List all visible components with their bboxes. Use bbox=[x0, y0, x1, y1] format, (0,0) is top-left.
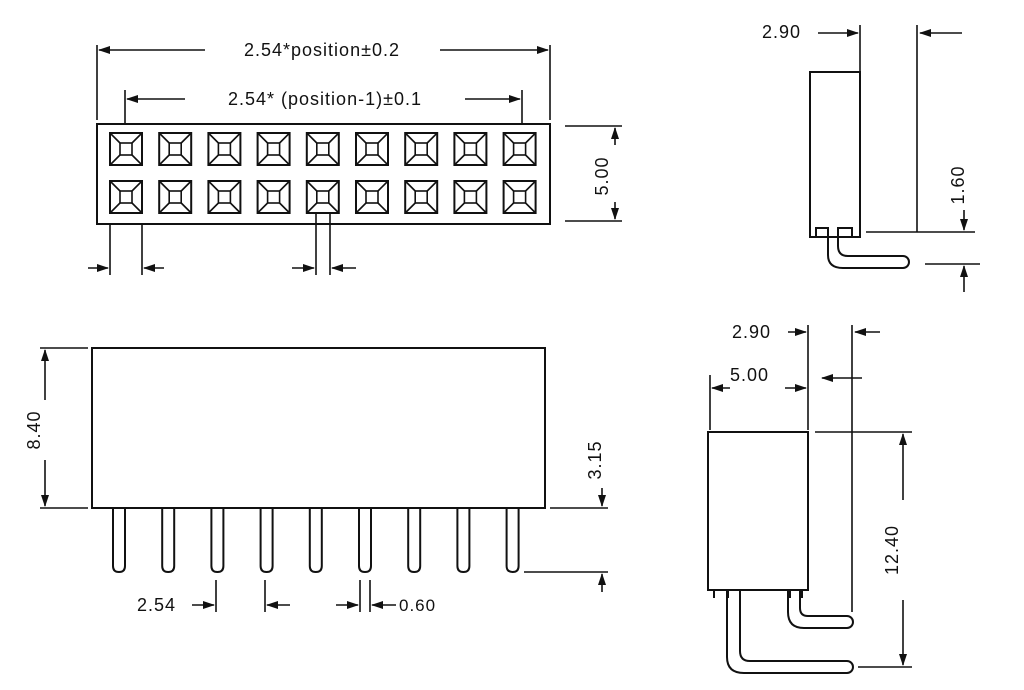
dim-top-height: 5.00 bbox=[565, 125, 622, 222]
socket-cell bbox=[256, 132, 291, 166]
front-pin bbox=[407, 508, 422, 574]
dim-pin-width-label: 0.60 bbox=[399, 596, 436, 615]
bottom-side-housing bbox=[707, 431, 809, 591]
dim-pin-length-label: 3.15 bbox=[585, 440, 605, 479]
dim-body-height-label: 8.40 bbox=[24, 410, 44, 449]
dim-pitch-label: 2.54 bbox=[137, 595, 176, 615]
top-pin-pitch-markers bbox=[88, 212, 356, 275]
socket-cell bbox=[453, 180, 488, 214]
socket-cell bbox=[404, 132, 439, 166]
dim-body-height: 8.40 bbox=[24, 347, 88, 509]
front-view: 8.40 3.15 2.54 0.60 bbox=[24, 347, 608, 615]
front-pin bbox=[358, 508, 372, 574]
dim-pin-length: 3.15 bbox=[524, 440, 608, 592]
bent-pin-short bbox=[787, 590, 854, 629]
dim-overall-label: 2.54*position±0.2 bbox=[244, 40, 400, 60]
socket-cell bbox=[207, 132, 242, 166]
dim-bottom-width-b: 5.00 bbox=[709, 365, 862, 430]
dim-side-width: 2.90 bbox=[762, 22, 962, 232]
socket-cell bbox=[404, 180, 439, 214]
dim-pitch-span: 2.54* (position-1)±0.1 bbox=[126, 89, 521, 109]
top-housing bbox=[96, 123, 551, 225]
dim-overall-length: 2.54*position±0.2 bbox=[98, 40, 549, 60]
socket-cell bbox=[502, 132, 537, 166]
front-pin bbox=[161, 508, 176, 574]
socket-cell bbox=[453, 132, 488, 166]
front-pin bbox=[259, 508, 274, 574]
front-pin bbox=[308, 508, 323, 574]
socket-cell bbox=[207, 180, 242, 214]
dim-bottom-width-b-label: 5.00 bbox=[730, 365, 769, 385]
socket-cell bbox=[109, 180, 143, 214]
dim-bottom-width-a-label: 2.90 bbox=[732, 322, 771, 342]
dim-total-height-label: 12.40 bbox=[882, 525, 902, 575]
side-bent-pin bbox=[827, 237, 910, 269]
socket-cell bbox=[502, 180, 537, 214]
front-pin bbox=[505, 508, 520, 574]
front-pins bbox=[112, 508, 520, 574]
dim-pitch-span-label: 2.54* (position-1)±0.1 bbox=[228, 89, 422, 109]
socket-cell bbox=[158, 180, 193, 214]
socket-cell bbox=[355, 180, 389, 214]
front-pin bbox=[210, 508, 225, 574]
socket-cell bbox=[305, 132, 340, 166]
socket-grid bbox=[109, 132, 537, 214]
socket-cell bbox=[256, 180, 291, 214]
socket-cell bbox=[109, 132, 143, 166]
front-pin bbox=[112, 508, 126, 574]
dim-bottom-width-a: 2.90 bbox=[732, 322, 880, 612]
socket-cell bbox=[158, 132, 193, 166]
dim-side-offset: 1.60 bbox=[866, 165, 980, 292]
front-pin bbox=[456, 508, 471, 574]
socket-cell bbox=[355, 132, 389, 166]
side-housing-foot bbox=[815, 227, 853, 237]
dim-side-width-label: 2.90 bbox=[762, 22, 801, 42]
side-view-bottom: 2.90 5.00 12.40 bbox=[707, 322, 912, 674]
front-housing bbox=[91, 347, 546, 509]
dim-top-height-label: 5.00 bbox=[592, 156, 612, 195]
dim-pin-width: 0.60 bbox=[336, 580, 436, 615]
side-view-top: 2.90 1.60 bbox=[762, 22, 980, 292]
bent-pin-long bbox=[726, 590, 854, 674]
dim-side-offset-label: 1.60 bbox=[948, 165, 968, 204]
dim-total-height: 12.40 bbox=[815, 431, 912, 668]
socket-cell bbox=[305, 180, 340, 214]
top-view: 2.54*position±0.2 2.54* (position-1)±0.1… bbox=[88, 40, 622, 275]
side-housing bbox=[809, 71, 861, 238]
dim-pitch: 2.54 bbox=[137, 580, 290, 615]
